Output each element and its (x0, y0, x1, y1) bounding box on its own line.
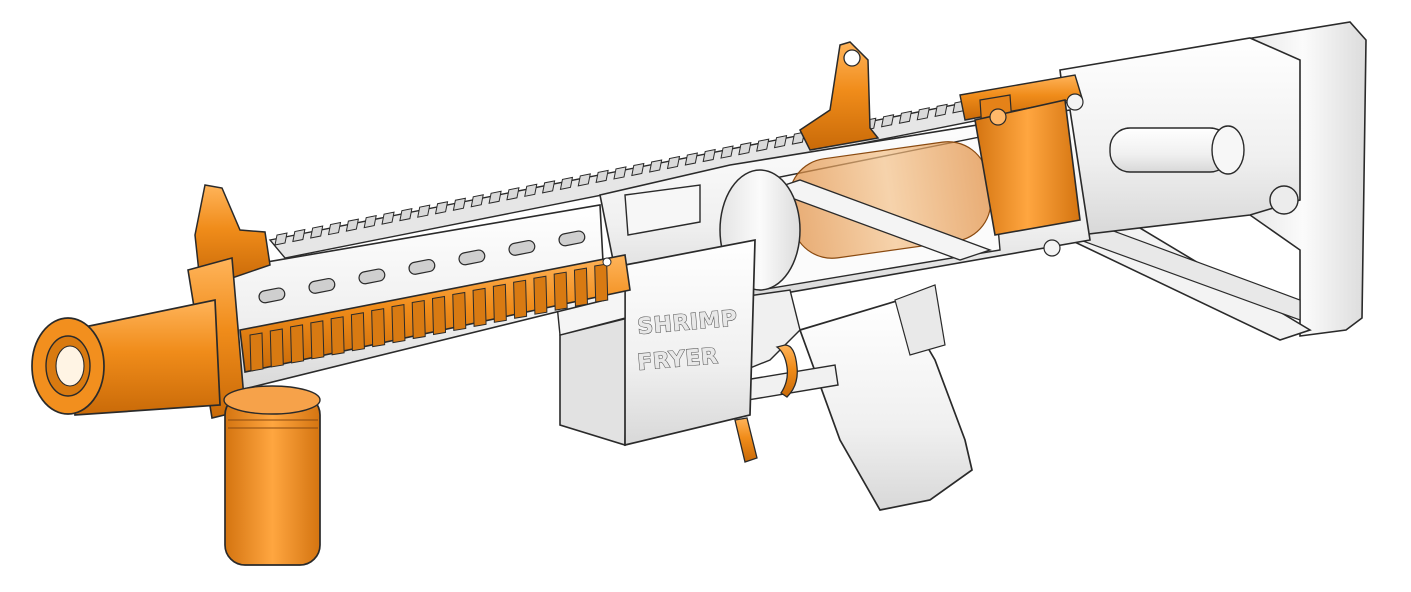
handguard-slot (558, 230, 586, 247)
breech-diagonal-rib (768, 179, 992, 261)
side-rail-teeth (249, 263, 609, 372)
rail-tooth (666, 155, 681, 170)
muzzle-barrel (31, 298, 221, 416)
side-rail-tooth (371, 308, 386, 348)
magazine-side (559, 316, 629, 447)
stock-lower-brace (1078, 225, 1301, 321)
side-rail-tooth (350, 312, 365, 352)
side-rail-tooth (249, 332, 264, 372)
stock-sling-loop (1269, 185, 1299, 215)
trigger (775, 344, 798, 398)
magazine-release-lever (734, 417, 758, 463)
rail-tooth (488, 190, 502, 204)
rail-tooth (631, 162, 645, 177)
side-rail-tooth (391, 304, 406, 344)
rail-tooth (274, 232, 288, 246)
side-rail-tooth (330, 316, 345, 356)
handguard-slot (308, 277, 336, 294)
side-rail-tooth (269, 328, 284, 368)
side-rail-tooth (533, 275, 548, 315)
handguard-slot (358, 268, 386, 285)
rail-tooth (595, 169, 609, 184)
rail-tooth (452, 197, 467, 211)
magazine-face (624, 238, 756, 447)
handguard-slot (408, 258, 436, 275)
side-rail-tooth (553, 271, 568, 311)
side-rail (239, 254, 631, 373)
rail-tooth (613, 166, 627, 180)
handguard-slot (258, 287, 286, 304)
rail-tooth (506, 187, 520, 201)
side-rail-tooth (452, 291, 467, 332)
rail-tooth (399, 208, 413, 222)
side-rail-tooth (492, 283, 507, 323)
vertical-foregrip (223, 385, 321, 566)
side-rail-tooth (431, 295, 447, 336)
side-rail-tooth (594, 263, 609, 303)
rail-tooth (756, 138, 770, 152)
rail-tooth (702, 148, 716, 163)
rail-tooth (773, 134, 788, 149)
rail-tooth (363, 214, 377, 229)
rail-tooth (381, 211, 395, 225)
rail-tooth (738, 141, 752, 156)
rail-tooth (434, 201, 449, 215)
side-rail-tooth (472, 287, 487, 327)
rail-tooth (345, 218, 360, 232)
rail-tooth (310, 225, 324, 239)
rail-tooth (327, 221, 342, 236)
stock (1058, 21, 1367, 341)
rail-tooth (559, 176, 574, 191)
handguard-slots (258, 230, 586, 304)
ejection-port (624, 184, 701, 236)
rail-tooth (880, 114, 895, 128)
barrel-coupler-ring (974, 93, 1084, 257)
side-rail-tooth (290, 324, 305, 364)
handguard-slot (458, 249, 486, 266)
side-rail-tooth (411, 299, 426, 340)
side-rail-tooth (573, 267, 588, 307)
rail-tooth (649, 159, 663, 173)
rail-tooth (934, 103, 948, 117)
rail-tooth (524, 183, 538, 197)
rail-tooth (417, 204, 431, 218)
side-rail-tooth (310, 320, 325, 360)
pistol-grip (798, 284, 973, 511)
rail-tooth (541, 180, 556, 194)
rail-tooth (898, 110, 913, 124)
rail-tooth (684, 152, 698, 166)
rail-tooth (577, 173, 591, 187)
rail-tooth (292, 228, 306, 243)
side-rail-tooth (513, 279, 528, 319)
rail-tooth (720, 145, 734, 159)
rail-tooth (916, 107, 930, 121)
rail-tooth (470, 194, 484, 208)
front-sight-mid (799, 41, 880, 151)
handguard-slot (508, 239, 536, 256)
